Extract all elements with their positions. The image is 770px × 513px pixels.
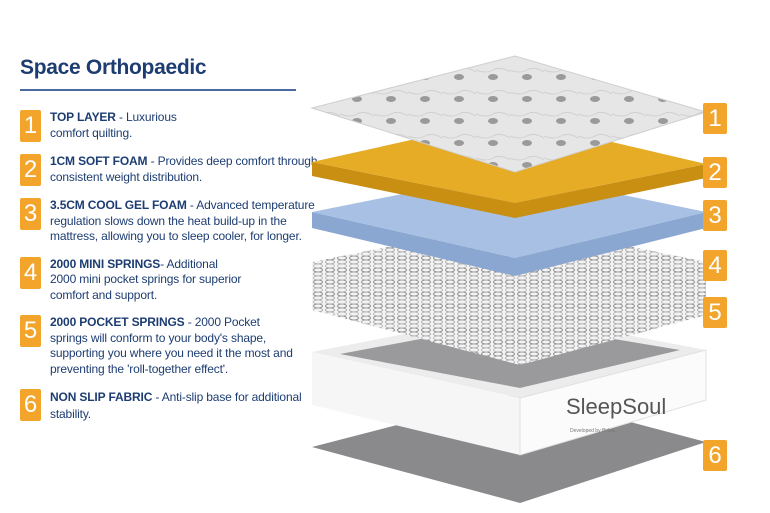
item-desc-rest: stability. [50,407,91,421]
diagram-badge-6: 6 [703,440,727,471]
pocket-springs-layer [312,222,706,365]
number-badge: 6 [20,389,41,421]
item-desc-rest: regulation slows down the heat build-up … [50,213,302,244]
title-divider [20,89,296,91]
item-desc-rest: comfort quilting. [50,125,133,140]
soft-foam-side [312,162,706,218]
base-box-right-face [519,349,707,456]
diagram-badge-5: 5 [703,297,727,328]
diagram-badge-4: 4 [703,250,727,281]
number-badge: 2 [20,154,41,186]
item-desc: - Luxurious [115,110,177,124]
item-desc: - Advanced temperature [186,198,315,212]
item-desc: - Provides deep comfort through [147,154,318,168]
number-badge: 4 [20,256,41,289]
base-box-left-face [312,352,520,455]
item-desc: - 2000 Pocket [184,315,260,329]
item-heading: 2000 POCKET SPRINGS [50,315,185,329]
item-heading: 2000 MINI SPRINGS [50,256,161,271]
layer-item-3: 3 3.5CM COOL GEL FOAM - Advanced tempera… [20,198,320,245]
item-desc-rest: 2000 mini pocket springs for superior co… [50,272,242,302]
number-badge: 1 [20,110,41,142]
diagram-badge-1: 1 [703,103,727,134]
layer-item-6: 6 NON SLIP FABRIC - Anti-slip base for a… [20,389,320,423]
diagram-badge-3: 3 [703,200,727,231]
item-desc-rest: springs will conform to your body's shap… [50,330,293,376]
layer-item-2: 2 1CM SOFT FOAM - Provides deep comfort … [20,154,320,186]
page-title: Space Orthopaedic [20,56,207,79]
diagram-badge-2: 2 [703,157,727,188]
item-desc-rest: consistent weight distribution. [50,169,203,184]
brand-logo: SleepSoul [566,394,666,419]
brand-tagline: Developed by Birlea [570,428,615,434]
item-heading: TOP LAYER [50,110,116,124]
number-badge: 3 [20,198,41,230]
item-heading: NON SLIP FABRIC [50,390,153,404]
item-heading: 3.5CM COOL GEL FOAM [50,198,187,212]
item-desc: - Anti-slip base for additional [152,390,302,404]
item-desc: - Additional [160,256,218,271]
number-badge: 5 [20,315,41,347]
item-heading: 1CM SOFT FOAM [50,154,148,168]
gel-foam-side [312,212,706,276]
